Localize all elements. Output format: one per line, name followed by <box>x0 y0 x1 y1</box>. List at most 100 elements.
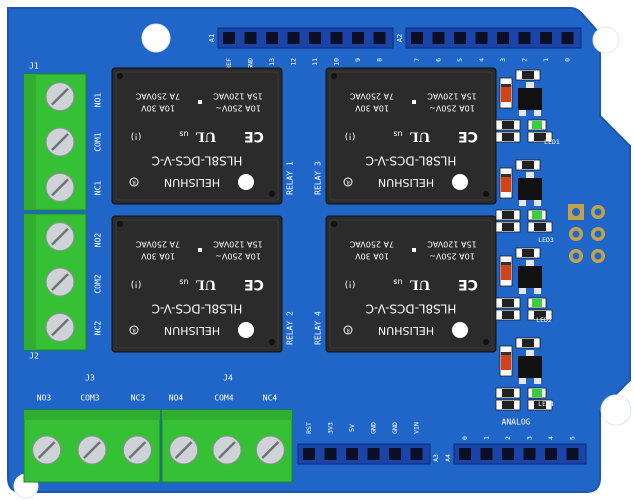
relay-brand: HELISHUN <box>164 324 220 337</box>
warning-icon: (!) <box>345 131 356 141</box>
resistor <box>527 131 553 143</box>
header-pin[interactable] <box>303 448 315 460</box>
header-pin[interactable] <box>523 448 536 460</box>
header-pin[interactable] <box>266 32 278 44</box>
led-body <box>532 121 542 129</box>
terminal-edge <box>24 214 36 350</box>
header-pin[interactable] <box>540 32 552 44</box>
screw-slot <box>261 441 280 459</box>
relay-rating: 10A 30V <box>141 104 175 113</box>
diode-band <box>501 262 511 265</box>
pin-label: 2 <box>504 436 512 440</box>
header-body <box>297 443 431 465</box>
terminal-j4 <box>161 409 293 483</box>
header-digital-high <box>217 27 394 49</box>
header-pin[interactable] <box>545 448 557 460</box>
flyback-diode <box>499 255 513 287</box>
transistor-pin <box>526 82 534 88</box>
terminal-label: COM4 <box>214 394 233 403</box>
screw-slot <box>128 441 147 459</box>
resistor <box>495 309 521 321</box>
header-pin[interactable] <box>352 32 364 44</box>
diode-band <box>501 352 511 355</box>
terminal-label: NO1 <box>94 93 103 108</box>
header-pin[interactable] <box>480 448 493 460</box>
header-pin[interactable] <box>309 32 321 44</box>
header-pin[interactable] <box>410 448 423 460</box>
ce-mark: CE <box>244 276 264 292</box>
pin-label: AREF <box>225 58 233 74</box>
pad-hole <box>594 208 602 216</box>
pin-label: 6 <box>435 58 443 62</box>
pin-label: GND <box>370 422 378 434</box>
warning-icon: (!) <box>131 279 142 289</box>
relay-rating: 7A 250VAC <box>135 240 180 249</box>
resistor <box>515 159 541 171</box>
flyback-diode <box>499 77 513 109</box>
transistor-body <box>518 266 542 288</box>
transistor-pin <box>534 288 541 294</box>
header-pin[interactable] <box>459 448 471 460</box>
terminal-label: NC2 <box>94 321 103 336</box>
relay-rating: 7A 250VAC <box>349 240 394 249</box>
header-pin[interactable] <box>475 32 488 44</box>
screw-slot <box>83 441 101 459</box>
header-pin[interactable] <box>346 448 358 460</box>
pin-label: 8 <box>376 58 384 62</box>
header-pin[interactable] <box>561 32 574 44</box>
transistor-pin <box>526 260 534 266</box>
driver-transistor <box>518 172 542 206</box>
header-pin[interactable] <box>502 448 514 460</box>
relay-pin-mark <box>269 339 275 345</box>
resistor <box>515 247 541 259</box>
header-pin[interactable] <box>566 448 579 460</box>
pin-label: 4 <box>478 58 486 62</box>
header-pin[interactable] <box>454 32 466 44</box>
relay-body[interactable] <box>111 215 283 353</box>
pad-hole <box>594 252 602 260</box>
warning-icon: (!) <box>131 131 142 141</box>
transistor-pin <box>534 110 541 116</box>
resistor <box>495 399 521 411</box>
connector-j4-label: J4 <box>223 374 233 383</box>
screw-slot <box>174 441 193 459</box>
relay-rating: 7A 250VAC <box>349 92 394 101</box>
smd-body <box>522 339 534 347</box>
header-pin[interactable] <box>244 32 257 44</box>
relay-body[interactable] <box>111 67 283 205</box>
header-pin[interactable] <box>411 32 423 44</box>
header-digital-low <box>405 27 582 49</box>
header-pin[interactable] <box>373 32 386 44</box>
driver-transistor <box>518 350 542 384</box>
registered-mark <box>343 177 353 187</box>
ul-us: us <box>179 278 188 287</box>
header-pin[interactable] <box>330 32 343 44</box>
header-pin[interactable] <box>518 32 531 44</box>
relay-3-label: RELAY 3 <box>314 161 323 195</box>
pin-label: GND <box>247 58 255 70</box>
header-body <box>405 27 582 49</box>
header-pin[interactable] <box>324 448 337 460</box>
header-pin[interactable] <box>367 448 380 460</box>
relay-body[interactable] <box>325 215 497 353</box>
transistor-pin <box>519 288 526 294</box>
smd-body <box>502 133 514 141</box>
relay-inner <box>329 219 493 349</box>
terminal-edge <box>162 410 292 420</box>
screw-slot <box>51 87 69 106</box>
relay-inner <box>329 71 493 201</box>
terminal-j1 <box>23 73 87 211</box>
relay-logo <box>238 174 254 190</box>
diode-body <box>501 84 511 102</box>
header-pin[interactable] <box>497 32 509 44</box>
header-pin[interactable] <box>389 448 401 460</box>
relay-pin-mark <box>483 339 489 345</box>
header-pin[interactable] <box>223 32 235 44</box>
smd-body <box>522 161 534 169</box>
header-pin[interactable] <box>287 32 300 44</box>
pin-label: VIN <box>413 422 421 434</box>
terminal-label: NO4 <box>169 394 184 403</box>
header-pin[interactable] <box>432 32 445 44</box>
resistor <box>495 119 521 131</box>
